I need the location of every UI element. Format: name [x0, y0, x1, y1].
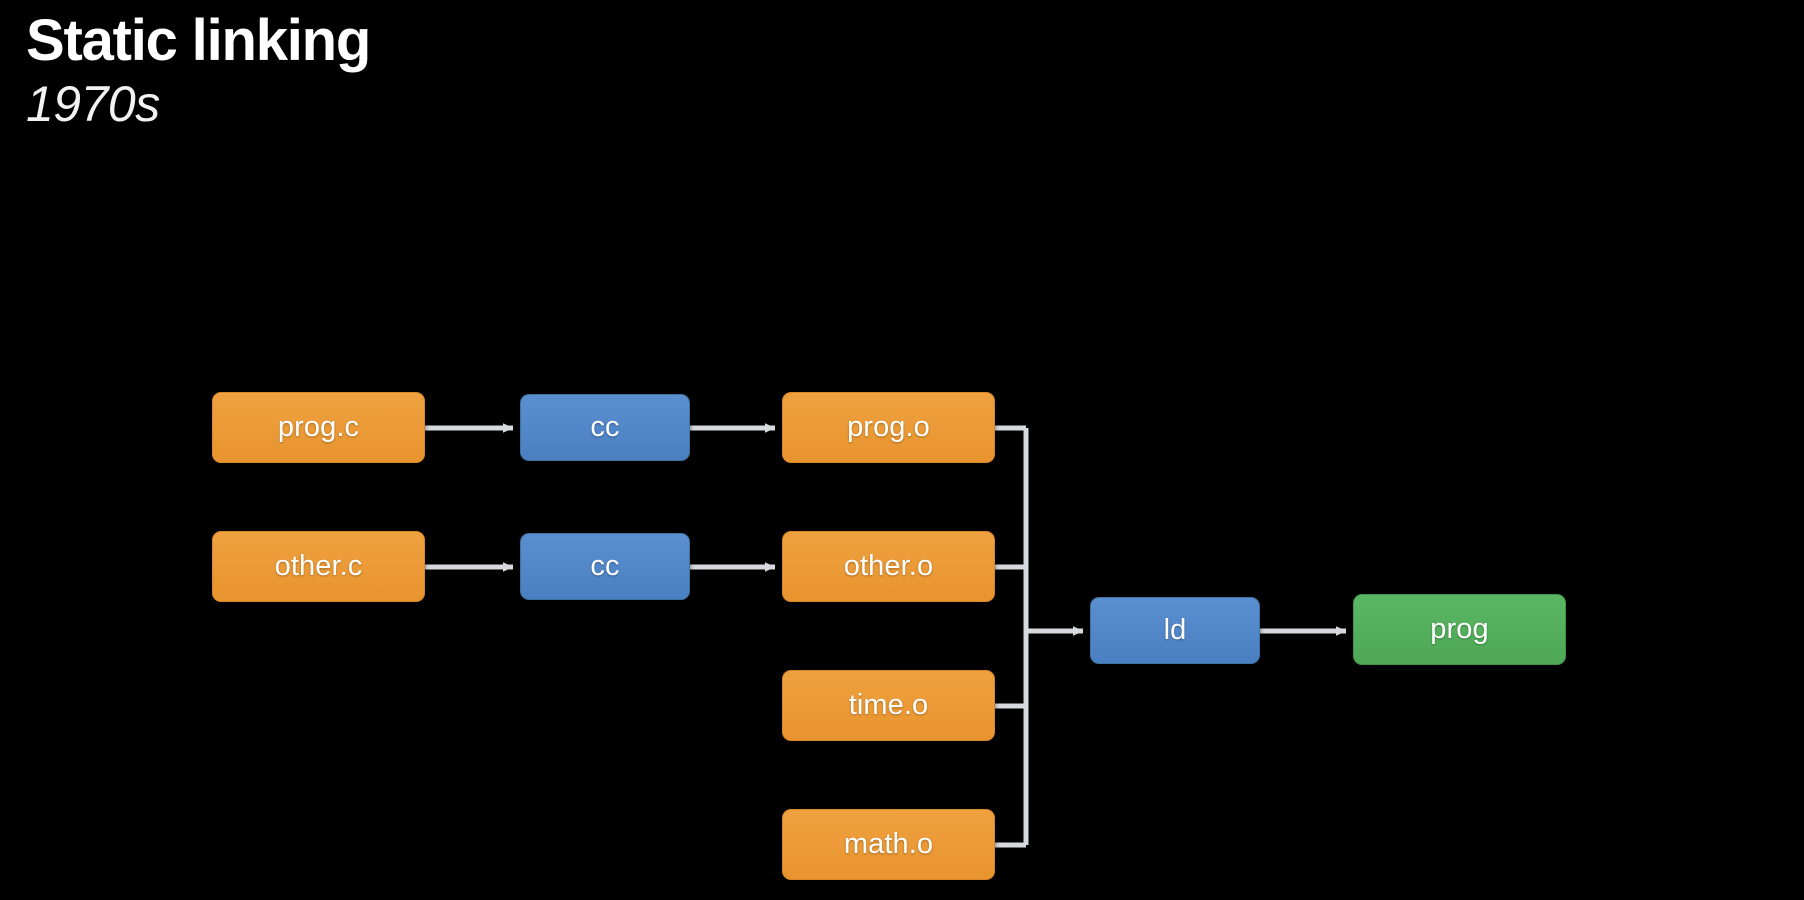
node-cc-2[interactable]: cc: [520, 533, 690, 600]
title-block: Static linking 1970s: [26, 8, 371, 135]
node-ld[interactable]: ld: [1090, 597, 1260, 664]
node-label: time.o: [848, 689, 929, 721]
node-other-o[interactable]: other.o: [782, 531, 995, 602]
node-label: ld: [1163, 614, 1187, 646]
node-math-o[interactable]: math.o: [782, 809, 995, 880]
node-prog[interactable]: prog: [1353, 594, 1566, 665]
node-label: other.o: [843, 550, 934, 582]
node-other-c[interactable]: other.c: [212, 531, 425, 602]
page-subtitle: 1970s: [26, 75, 160, 132]
node-label: math.o: [843, 828, 934, 860]
node-label: prog.o: [847, 411, 930, 443]
page-title: Static linking: [26, 8, 371, 73]
node-time-o[interactable]: time.o: [782, 670, 995, 741]
node-prog-c[interactable]: prog.c: [212, 392, 425, 463]
node-cc-1[interactable]: cc: [520, 394, 690, 461]
node-label: other.c: [274, 550, 363, 582]
node-label: cc: [590, 411, 620, 443]
node-label: cc: [590, 550, 620, 582]
node-prog-o[interactable]: prog.o: [782, 392, 995, 463]
node-label: prog: [1430, 613, 1489, 645]
node-label: prog.c: [277, 411, 360, 443]
